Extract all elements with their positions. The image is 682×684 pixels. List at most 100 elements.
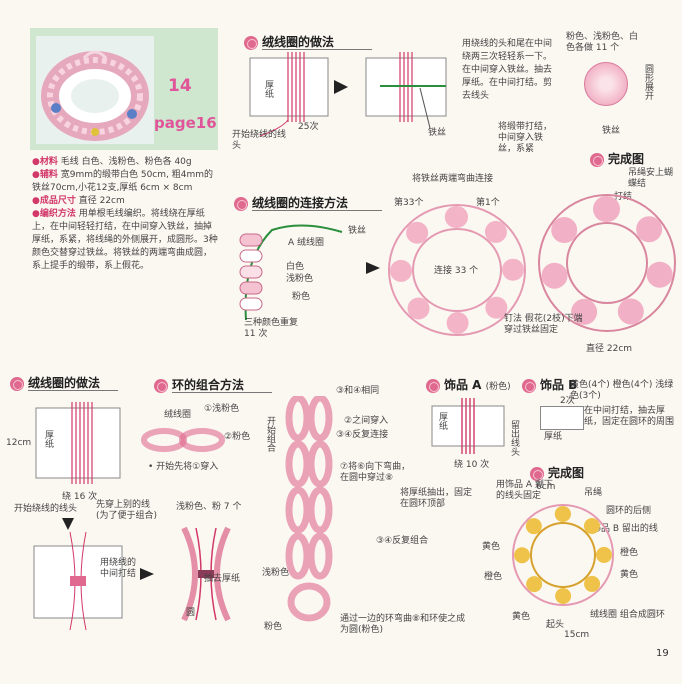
arrow-right-icon [140,568,154,580]
yarn-ball-icon [154,379,168,393]
sec5-orange-1: 橙色 [484,572,502,583]
sec1-wire2: 铁丝 [602,126,620,137]
sec5-size15: 15cm [564,630,589,641]
sec2-connect33: 连接 33 个 [434,266,478,277]
sec2-wire: 铁丝 [348,226,366,237]
sec1-note: 用绕线的头和尾在中间绕两三次轻轻系一下。在中间穿入铁丝。抽去厚纸。在中间打结。剪… [462,38,552,103]
sec4-s8: ③④反复组合 [376,536,428,547]
sec4-step1: ①浅粉色 [204,404,239,415]
yarn-ball-icon [590,153,604,167]
sec4-chain-diagram [278,396,342,626]
page-reference: page16 [154,114,217,132]
sec1-start-label: 开始绕线的线头 [232,130,286,152]
sec3-note1: 先穿上别的线(为了便于组合) [96,500,158,522]
sec4-loop-diagram [140,418,230,462]
sec4-start-note: • 开始先将①穿入 [148,462,218,473]
yarn-ball-icon [522,379,536,393]
sec3-pull: 抽去厚纸 [204,574,240,585]
sec2-bend-note: 将铁丝两端弯曲连接 [412,174,493,185]
pompom-illustration [584,62,628,106]
sec3-title: 绒线圈的做法 [10,374,100,391]
divider [252,210,382,211]
sec2-n1: 第1个 [476,198,500,209]
sec4-s5: ③④反复连接 [336,430,388,441]
sec3-colors: 浅粉色、粉 7 个 [176,502,256,513]
yarn-ball-icon [234,197,248,211]
sec2-light-pink: 浅粉色 [286,274,313,285]
sec5-yellow-2: 黄色 [620,570,638,581]
sec5-size6: 6cm [536,482,555,493]
sec4-s3: ③和④相同 [336,386,379,397]
material-label: ●材料 [32,157,58,167]
arrow-right-icon [334,80,348,94]
sec1-turns: 25次 [298,122,318,133]
sec2-hang: 吊绳安上蝴蝶结 [628,168,674,190]
sec4-bottom-note: 通过一边的环弯曲⑧和环使之成为圆(粉色) [340,614,470,636]
sec5-b-note: 黄色(4个) 橙色(4个) 浅绿色(3个) [570,380,674,402]
sec4-s4: ②之间穿入 [344,416,388,427]
yarn-ball-icon [426,379,440,393]
aux-text: 宽9mm的缎带白色 50cm, 粗4mm的铁丝70cm,小花12支,厚纸 6cm… [32,170,213,193]
sec3-tied-diagram [28,530,128,630]
sec2-white: 白色 [286,262,304,273]
wreath-photo-illustration [36,36,154,144]
arrow-right-icon [366,262,380,274]
yarn-ball-icon [10,377,24,391]
material-text: 毛线 白色、浅粉色、粉色各 40g [61,157,192,167]
materials-block: ●材料 毛线 白色、浅粉色、粉色各 40g ●辅料 宽9mm的缎带白色 50cm… [32,156,220,273]
page-number: 19 [656,648,669,659]
sec2-finished-title: 完成图 [590,150,644,167]
sec1-card-label: 厚纸 [262,80,273,98]
sec5-b-card: 厚纸 [544,432,562,443]
sec5-start: 起头 [546,620,564,631]
size-text: 直径 22cm [79,196,125,206]
sec1-colors: 粉色、浅粉色、白色各做 11 个 [566,32,642,54]
sec5-hang: 吊绳 [584,488,602,499]
sec5-b-card-illustration [540,406,584,430]
sec4-s7: 将厚纸抽出，固定在圆环顶部 [400,488,476,510]
sec5-yellow-3: 黄色 [512,612,530,623]
sec1-diagram-tied [360,48,456,140]
sec4-start-combo: 开始组合 [264,416,275,452]
sec4-s6: ⑦将⑥向下弯曲，在圆中穿过⑧ [340,462,412,484]
sec5-b-text: 在中间打结，抽去厚纸，固定在圆环的周围 [584,406,676,428]
sec2-repeat: 三种颜色重复 11 次 [244,318,304,340]
sec3-start: 开始绕线的线头 [14,504,77,515]
sec4-lp: 浅粉色 [262,568,289,579]
small-wreath-illustration [514,506,612,604]
product-photo [36,36,154,144]
sec5-back: 圆环的后侧 [606,506,651,517]
sec5-ring-combo: 绒线圈 组合成圆环 [590,610,665,621]
divider [28,390,118,391]
sec3-circle: 圆 [186,608,195,619]
finished-wreath-illustration [540,196,674,330]
sec3-card-label: 厚纸 [42,430,53,448]
divider [172,392,272,393]
sec3-note2: 用绕线的中间打结 [100,558,136,580]
sec4-pk: 粉色 [264,622,282,633]
product-photo-panel: 14 page16 [30,28,218,150]
sec5-finished-title: 完成图 [530,464,584,481]
sec2-a-label: A 绒线圈 [288,238,324,249]
sec3-turns: 绕 16 次 [62,492,97,503]
sec4-title: 环的组合方法 [154,376,244,393]
sec2-ribbon-note: 将缎带打结，中间穿入铁丝，系紧 [498,122,558,155]
sec1-spread: 圆形展开 [642,64,653,100]
yarn-ball-icon [530,467,544,481]
method-label: ●编织方法 [32,209,76,219]
sec2-nail-note: 钉法 假花(2枝)下端穿过铁丝固定 [504,314,588,336]
sec5-a-leave: 留出线头 [508,420,519,456]
sec5-orange-2: 橙色 [620,548,638,559]
sec2-pink: 粉色 [292,292,310,303]
sec2-diameter: 直径 22cm [586,344,632,355]
arrow-down-icon [62,518,74,530]
sec1-wire: 铁丝 [428,128,446,139]
aux-label: ●辅料 [32,170,58,180]
sec5-a-card: 厚纸 [436,412,447,430]
sec5-yellow-1: 黄色 [482,542,500,553]
sec2-title: 绒线圈的连接方法 [234,194,348,211]
sec5-title-a: 饰品 A (粉色) [426,376,511,393]
sec5-a-turns: 绕 10 次 [454,460,489,471]
sec3-height: 12cm [6,438,31,449]
